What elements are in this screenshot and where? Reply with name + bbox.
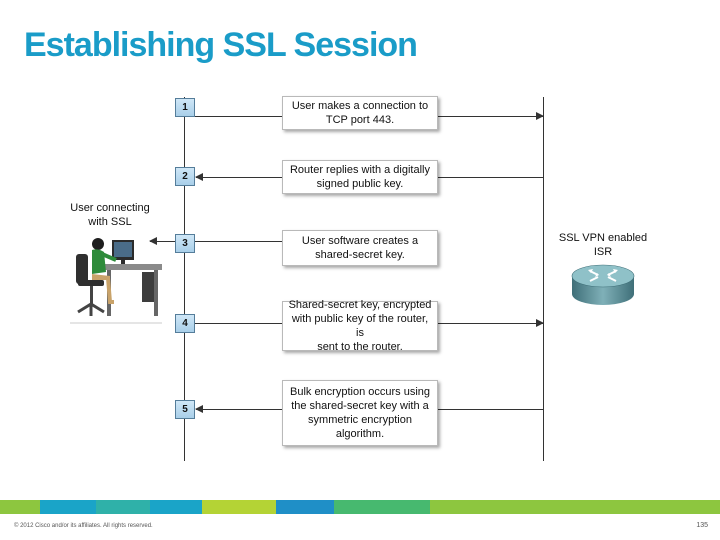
footer-bar-segment (276, 500, 334, 514)
step-2-line-1: Router replies with a digitally (289, 164, 430, 176)
client-label-line-2: with SSL (88, 216, 132, 228)
step-5-line-3: symmetric encryption (308, 414, 412, 426)
server-label-line-2: ISR (593, 246, 613, 258)
client-label-line-1: User connecting (70, 202, 150, 214)
step-3-arrow (149, 237, 384, 245)
step-3-badge: 3 (175, 234, 195, 253)
step-4-badge: 4 (175, 314, 195, 333)
footer-bar-segment (202, 500, 276, 514)
step-1-badge: 1 (175, 98, 195, 117)
page-number: 135 (696, 522, 708, 529)
step-3-line-2: shared-secret key. (315, 249, 405, 261)
step-5-line-4: algorithm. (335, 428, 385, 440)
step-2-message: Router replies with a digitally signed pu… (282, 160, 438, 194)
step-4-line-2: with public key of the router, is (291, 313, 429, 339)
step-2-line-2: signed public key. (316, 178, 404, 190)
server-timeline (543, 97, 544, 461)
router-icon (571, 264, 635, 305)
step-1-message: User makes a connection to TCP port 443. (282, 96, 438, 130)
step-5-line-1: Bulk encryption occurs using (289, 386, 430, 398)
client-label: User connecting with SSL (60, 201, 160, 229)
footer-bar-segment (150, 500, 202, 514)
step-5-line-2: the shared-secret key with a (291, 400, 429, 412)
server-label-line-1: SSL VPN enabled (558, 232, 648, 244)
footer-bar-segment (334, 500, 430, 514)
footer-bar-segment (40, 500, 96, 514)
step-4-line-1: Shared-secret key, encrypted (288, 299, 432, 311)
step-3-message: User software creates a shared-secret key… (282, 230, 438, 266)
step-1-line-2: TCP port 443. (325, 114, 395, 126)
footer-bar-segment (96, 500, 150, 514)
step-4-message: Shared-secret key, encrypted with public … (282, 299, 438, 353)
copyright-text: © 2012 Cisco and/or its affiliates. All … (14, 523, 153, 529)
user-workstation-icon (70, 238, 162, 324)
footer-color-bar (0, 500, 720, 514)
step-4-line-3: sent to the router. (317, 341, 403, 353)
step-5-message: Bulk encryption occurs using the shared-s… (282, 380, 438, 446)
footer-bar-segment (430, 500, 720, 514)
step-5-badge: 5 (175, 400, 195, 419)
footer-bar-segment (0, 500, 40, 514)
step-2-badge: 2 (175, 167, 195, 186)
step-3-line-1: User software creates a (301, 235, 419, 247)
client-timeline (184, 97, 185, 461)
step-1-line-1: User makes a connection to (291, 100, 429, 112)
page-title: Establishing SSL Session (24, 26, 418, 64)
